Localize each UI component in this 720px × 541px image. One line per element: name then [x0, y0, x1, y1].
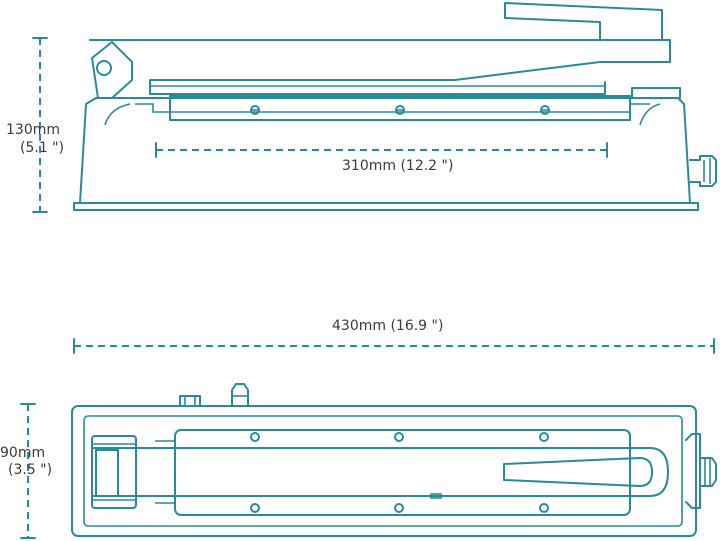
side-screw-right — [540, 105, 550, 115]
side-end-cap — [631, 87, 681, 99]
side-timer-knob — [689, 155, 717, 187]
side-base-plate — [73, 202, 699, 211]
top-handle — [503, 457, 653, 487]
side-body-curve-right — [639, 103, 661, 126]
top-outer-body — [71, 405, 697, 537]
side-height-dimension — [32, 37, 48, 213]
side-screw-left — [250, 105, 260, 115]
top-power-button — [231, 383, 249, 407]
side-seal-bar — [169, 95, 631, 121]
top-width-inch-label: (3.5 ") — [8, 462, 53, 478]
top-lid-arm-inner — [155, 440, 175, 504]
side-screw-middle — [395, 105, 405, 115]
top-connector-left — [179, 395, 201, 407]
side-view — [73, 2, 717, 211]
side-height-mm-label: 130mm — [6, 122, 60, 138]
top-width-mm-label: 90mm — [0, 445, 46, 461]
side-base-body — [79, 97, 691, 204]
top-hinge-roller — [95, 449, 119, 497]
top-screws-upper — [250, 432, 549, 442]
side-handle — [504, 2, 663, 41]
total-length-dimension — [73, 338, 715, 354]
side-body-curve-left — [104, 103, 131, 126]
top-view — [71, 383, 717, 537]
top-seal-plate — [174, 429, 631, 516]
top-inner-panel — [83, 415, 683, 527]
top-lid-arm — [91, 447, 669, 497]
side-lid-arm — [89, 39, 671, 95]
side-body-panel — [135, 103, 650, 113]
top-timer-knob — [685, 433, 717, 509]
side-hinge-pin — [96, 60, 112, 76]
top-hinge-block — [91, 435, 137, 509]
top-screws-lower — [250, 503, 549, 513]
total-length-label: 430mm (16.9 ") — [332, 318, 444, 334]
top-width-dimension — [20, 403, 36, 539]
seal-length-label: 310mm (12.2 ") — [342, 158, 454, 174]
side-height-inch-label: (5.1 ") — [20, 140, 65, 156]
side-hinge-bracket — [91, 41, 133, 99]
